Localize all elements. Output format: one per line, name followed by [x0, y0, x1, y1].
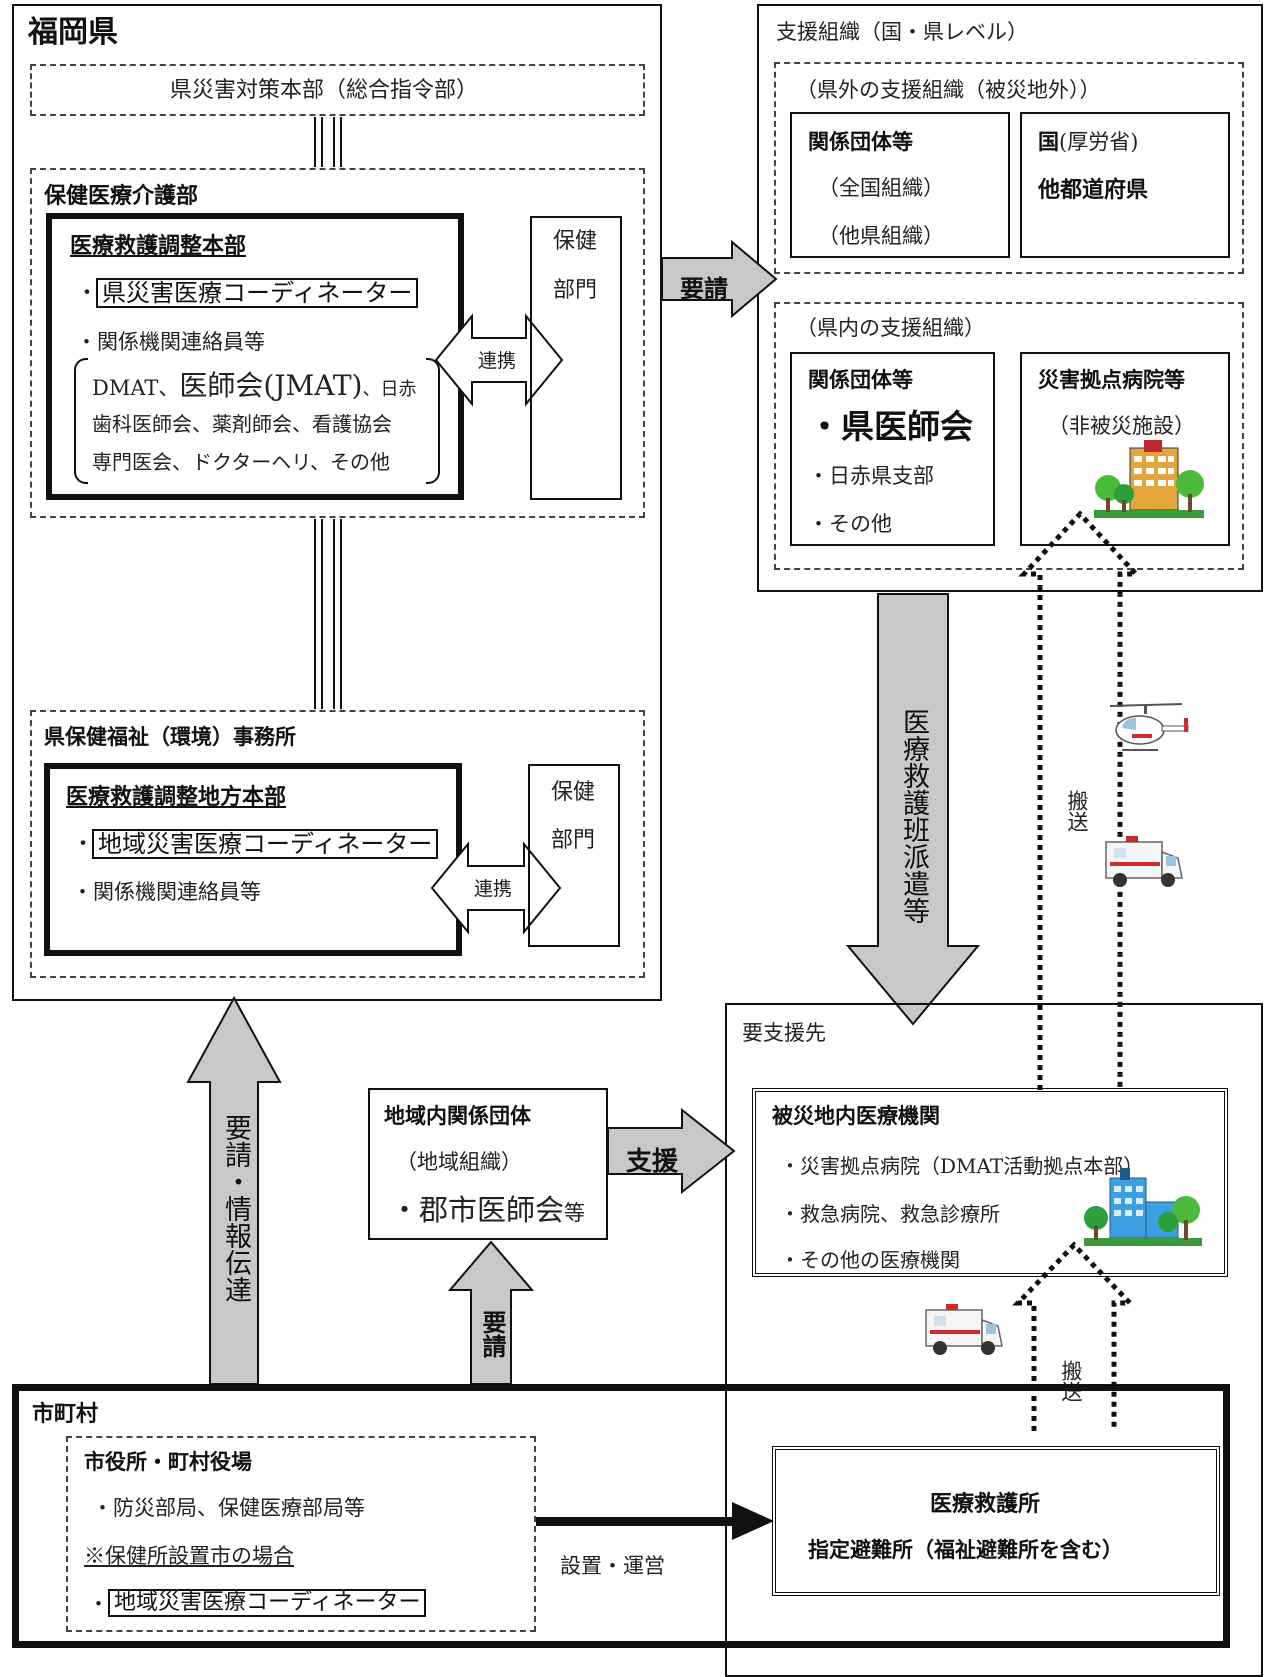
hospital-icon [1084, 1168, 1202, 1246]
connector-2 [314, 519, 342, 709]
orgs-line2: 歯科医師会、薬剤師会、看護協会 [92, 412, 392, 436]
bullet-dot-3: ・ [88, 1592, 109, 1616]
connector-1 [314, 117, 342, 167]
renkei-label-1: 連携 [478, 350, 517, 372]
inside-groups-item-2: ・その他 [808, 512, 892, 536]
hanso-upper-label: 搬送 [1065, 790, 1089, 832]
kenishikai: ・県医師会 [808, 407, 973, 446]
hoken-bumon-1a: 保健 [553, 229, 598, 254]
ambulance-icon [1105, 836, 1183, 887]
hanso-lower-arrow [1012, 1241, 1136, 1431]
inside-groups-item-1: ・日赤県支部 [808, 464, 934, 488]
hospitals-title: 災害拠点病院等 [1038, 368, 1185, 392]
outside-groups-box [790, 112, 1010, 258]
outside-title: （県外の支援組織（被災地外）） [796, 78, 1101, 102]
shelter-line-1: 医療救護所 [930, 1492, 1041, 1517]
hanso-upper-arrow [1018, 510, 1142, 1090]
hoken-bumon-box-1 [530, 216, 622, 500]
haken-label: 医療救護班派遣等 [898, 708, 929, 924]
hospitals-box [1020, 352, 1230, 546]
bullet-dot: ・ [76, 281, 99, 306]
target-box [725, 1003, 1263, 1677]
city-office-item: ・防災部局、保健医療部局等 [92, 1496, 365, 1520]
other-prefectures: 他都道府県 [1038, 178, 1149, 203]
target-title: 要支援先 [742, 1021, 826, 1045]
hanso-lower-label: 搬送 [1059, 1360, 1083, 1402]
outside-groups-item-2: （他県組織） [818, 224, 944, 248]
liaison-text: ・関係機関連絡員等 [76, 330, 265, 354]
yosei-small-arrow [447, 1240, 535, 1385]
outside-groups-title: 関係団体等 [808, 130, 913, 154]
yosei-right-label: 要請 [680, 275, 728, 303]
renkei-label-2: 連携 [474, 878, 513, 900]
office-title: 県保健福祉（環境）事務所 [44, 725, 296, 749]
municipal-title: 市町村 [32, 1402, 99, 1427]
haken-arrow [845, 593, 981, 1026]
connector-2b [321, 519, 335, 709]
hoken-bumon-1b: 部門 [553, 278, 598, 303]
shien-label: 支援 [626, 1147, 679, 1177]
helicopter-icon [1109, 703, 1189, 751]
national-title: 国(厚労省) [1038, 130, 1139, 154]
hoken-bumon-box-2 [528, 764, 620, 947]
setchi-arrow [536, 1502, 774, 1540]
affected-hospital-item-3: ・その他の医療機関 [780, 1248, 960, 1272]
support-title: 支援組織（国・県レベル） [776, 20, 1028, 44]
fukuoka-box [12, 4, 662, 1001]
yosei-johodentatsu-arrow [186, 995, 282, 1385]
hoken-bumon-2a: 保健 [551, 780, 596, 805]
fukuoka-title: 福岡県 [28, 15, 118, 50]
shien-arrow [607, 1107, 736, 1195]
affected-hospital-item-2: ・救急病院、救急診療所 [780, 1202, 1000, 1226]
hoken-bumon-2b: 部門 [551, 828, 596, 853]
orgs-line1: DMAT、医師会(JMAT)、日赤 [92, 369, 417, 402]
ambulance-icon [925, 1304, 1003, 1355]
outside-groups-item-1: （全国組織） [818, 176, 944, 200]
city-coordinator: 地域災害医療コーディネーター [108, 1589, 427, 1617]
setchi-label: 設置・運営 [560, 1554, 665, 1578]
main-hq-title: 医療救護調整本部 [70, 234, 247, 259]
orgs-line3: 専門医会、ドクターヘリ、その他 [92, 450, 390, 474]
regional-coordinator: 地域災害医療コーディネーター [92, 829, 439, 859]
city-office-box [66, 1436, 536, 1632]
local-hq-title: 医療救護調整地方本部 [66, 785, 287, 810]
shelter-box [772, 1446, 1220, 1596]
affected-hospital-item-1: ・災害拠点病院（DMAT活動拠点本部） [780, 1154, 1144, 1178]
hospitals-sub: （非被災施設） [1048, 414, 1195, 438]
prefectural-coordinator: 県災害医療コーディネーター [96, 278, 419, 308]
city-office-title: 市役所・町村役場 [84, 1450, 252, 1474]
national-box [1020, 112, 1230, 258]
yosei-right-arrow [661, 239, 778, 319]
office-box [30, 710, 645, 978]
hospital-icon [1094, 440, 1204, 518]
hoken-iryo-kaigo-title: 保健医療介護部 [44, 184, 199, 209]
orgs-brace [74, 358, 88, 484]
yosei-small-label: 要請 [478, 1310, 507, 1358]
gunshi-ishikai: ・郡市医師会等 [390, 1193, 586, 1227]
municipal-box [12, 1384, 1230, 1648]
support-box [757, 4, 1263, 592]
hoken-iryo-kaigo-box [30, 168, 645, 518]
local-liaison: ・関係機関連絡員等 [72, 880, 261, 904]
inside-groups-box [790, 352, 995, 546]
hq-label: 県災害対策本部（総合指令部） [170, 78, 479, 103]
regional-groups-sub: （地域組織） [396, 1150, 522, 1174]
inside-groups-title: 関係団体等 [808, 368, 913, 392]
inside-title: （県内の支援組織） [796, 316, 985, 340]
outside-box [774, 62, 1244, 274]
bullet-dot-2: ・ [72, 832, 95, 857]
hq-box [30, 64, 645, 116]
affected-hospital-box [752, 1088, 1228, 1277]
connector-1b [321, 117, 335, 167]
yosei-johodentatsu-label: 要請・情報伝達 [220, 1114, 251, 1303]
shelter-line-2: 指定避難所（福祉避難所を含む） [808, 1538, 1123, 1562]
city-office-note: ※保健所設置市の場合 [84, 1544, 294, 1568]
affected-hospital-title: 被災地内医療機関 [772, 1104, 940, 1128]
regional-groups-title: 地域内関係団体 [384, 1104, 531, 1128]
inside-box [774, 302, 1244, 570]
